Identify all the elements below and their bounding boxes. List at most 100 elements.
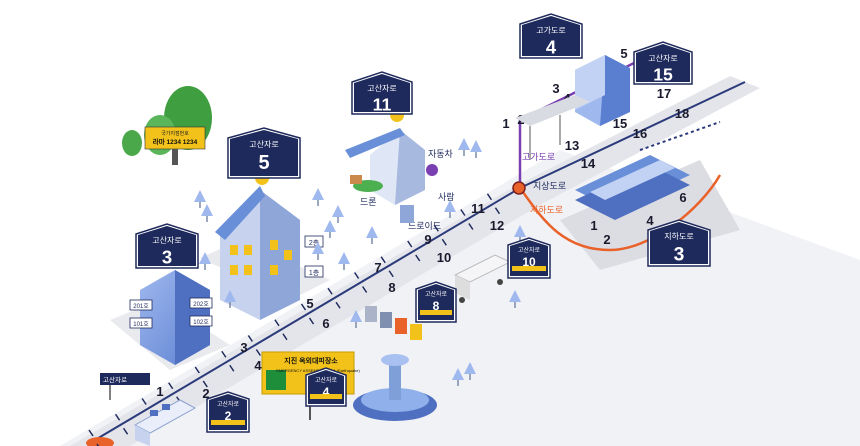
road-tick	[460, 209, 466, 216]
upper-road-number: 15	[613, 116, 627, 131]
road-tick	[114, 413, 121, 421]
underground-number: 1	[590, 218, 597, 233]
bus	[133, 399, 197, 446]
main-road-number: 4	[254, 358, 262, 373]
room-102: 102호	[193, 319, 209, 326]
upper-road-number: 17	[657, 86, 671, 101]
sign-number: 10	[522, 255, 536, 269]
road-tick	[380, 256, 386, 264]
tree	[332, 205, 344, 217]
junction-node	[512, 181, 526, 195]
elevated-number: 1	[502, 116, 509, 131]
sign-number: 3	[162, 246, 172, 267]
sign-title: 고산자로	[249, 139, 278, 149]
drone-label: 드론	[360, 197, 377, 207]
main-road-number: 12	[490, 218, 504, 233]
sign-number: 11	[373, 95, 392, 115]
upper-dotted-line	[639, 121, 721, 151]
main-road-number: 10	[437, 250, 451, 265]
road-tick	[300, 303, 307, 311]
person-label: 사람	[438, 191, 455, 202]
main-road-number: 5	[306, 296, 313, 311]
road-tick	[255, 349, 261, 356]
plate-label: 국가지점번호	[161, 130, 189, 137]
underground-road-line	[518, 174, 722, 252]
sign-number: 5	[258, 152, 269, 174]
road-tick	[88, 429, 94, 437]
road-tick	[335, 301, 341, 309]
road-tick	[494, 207, 501, 215]
road-tick	[202, 380, 208, 388]
tree	[452, 368, 464, 380]
main-road-number: 11	[471, 201, 485, 216]
sign-number: 8	[433, 299, 440, 313]
address-sign-jiha-3: 지하도로 3	[647, 219, 711, 267]
sign-title: 고산자로	[425, 290, 448, 298]
tree	[199, 252, 211, 264]
elevated-deck	[515, 95, 590, 160]
tree	[338, 252, 350, 264]
tree	[312, 242, 324, 254]
evacuation-title: 지진 옥외대피장소	[284, 356, 338, 365]
tree	[464, 362, 476, 374]
sign-number: 3	[674, 244, 685, 265]
tree	[458, 138, 470, 150]
road-tick	[362, 286, 368, 293]
road-tick	[194, 366, 200, 374]
main-road-number: 7	[374, 260, 381, 275]
upper-road-line	[519, 81, 746, 189]
upper-road-number: 14	[581, 156, 596, 171]
tree	[224, 290, 236, 302]
tree	[366, 226, 378, 238]
road-tick	[221, 350, 227, 358]
upper-road-number: 16	[633, 126, 647, 141]
road-tick	[354, 272, 360, 279]
address-sign-gosan-5: 고산자로 5	[227, 127, 301, 179]
address-signs: 고산자로2고산자로3고산자로4고산자로5고산자로8고산자로10고산자로11고산자…	[135, 13, 711, 433]
room-101: 101호	[133, 321, 149, 328]
start-node	[86, 437, 114, 446]
road-tick	[441, 238, 447, 246]
road-tick	[168, 382, 174, 390]
ground-road-label: 지상도로	[533, 181, 566, 191]
road-tick	[96, 443, 100, 446]
start-road-sign-label: 고산자로	[103, 375, 127, 384]
road-tick	[468, 223, 474, 230]
underground-number: 2	[603, 232, 610, 247]
sign-title: 지하도로	[664, 231, 693, 241]
sign-title: 고산자로	[367, 83, 396, 93]
tree	[312, 188, 324, 200]
tree	[194, 190, 206, 202]
road-tick	[274, 319, 280, 327]
tree	[470, 140, 482, 152]
elevated-number: 5	[620, 46, 627, 61]
sign-title: 고가도로	[536, 26, 565, 35]
upper-road-number: 13	[565, 138, 579, 153]
road-tick	[308, 317, 315, 325]
road-tick	[388, 270, 394, 278]
room-201: 201호	[133, 303, 149, 310]
tree	[350, 310, 362, 322]
road-tick	[122, 427, 129, 435]
recycle-bins	[365, 306, 422, 340]
sign-title: 고산자로	[648, 53, 677, 63]
elevated-road-label: 고가도로	[522, 152, 555, 162]
large-house: 2층 1층	[215, 171, 324, 320]
tree	[514, 225, 526, 237]
road-tick	[415, 254, 421, 262]
upper-road-number: 18	[675, 106, 689, 121]
fountain	[353, 354, 437, 421]
start-road-sign: 고산자로	[100, 373, 150, 400]
underground-road-label: 지하도로	[530, 205, 563, 215]
main-road-number: 8	[388, 280, 395, 295]
sign-number: 4	[323, 385, 330, 399]
